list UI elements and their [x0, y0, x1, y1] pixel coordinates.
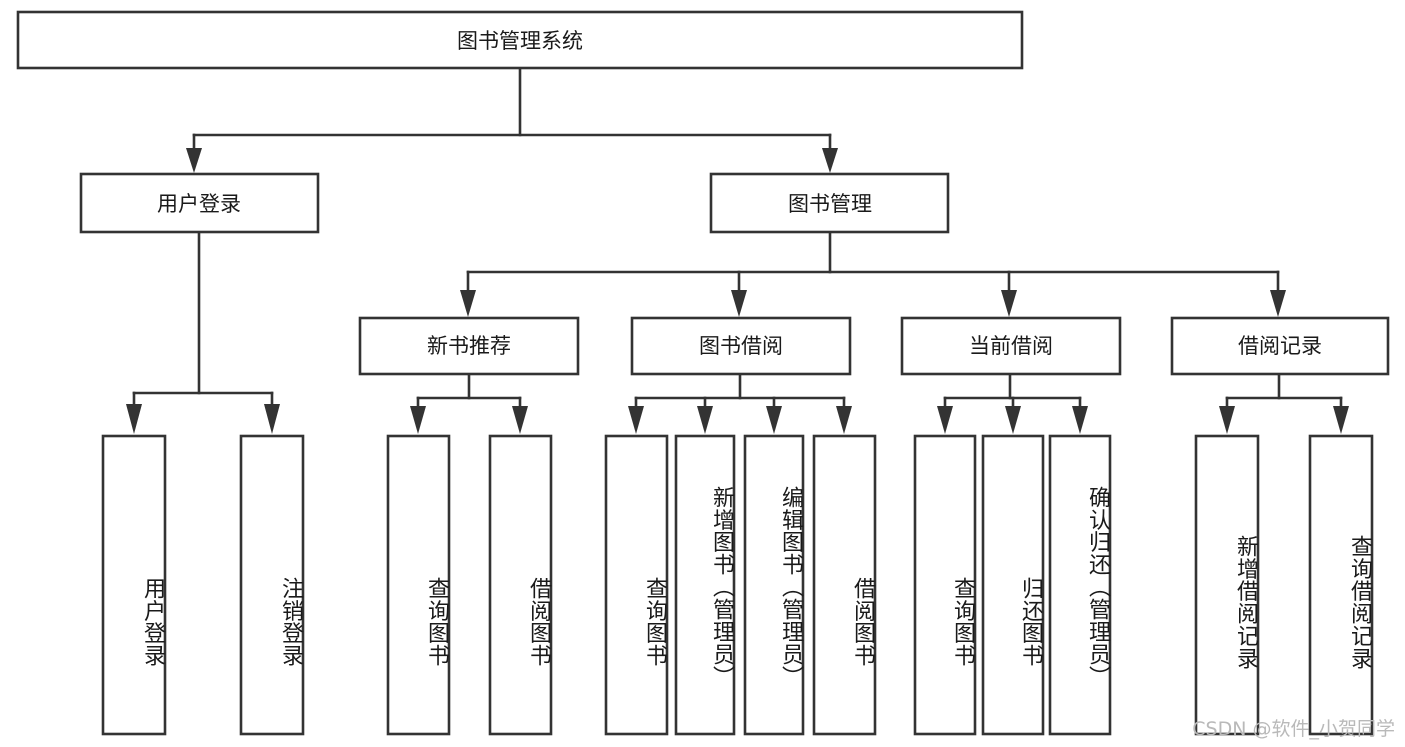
leaf-box-cb-query-book[interactable] [913, 434, 977, 736]
arrow-head-book-borrow [731, 290, 747, 317]
node-user-login-label: 用户登录 [157, 192, 241, 216]
arrow-head-cb-leaf2 [1005, 406, 1021, 434]
leaf-box-bb-edit-book[interactable] [743, 434, 805, 736]
connector-layer [126, 66, 1349, 434]
leaf-box-cb-return-book[interactable] [981, 434, 1045, 736]
leaf-box-user-login[interactable] [101, 434, 167, 736]
leaf-box-bb-borrow-book[interactable] [812, 434, 877, 736]
node-book-management-label: 图书管理 [788, 192, 872, 216]
leaf-box-bb-add-book[interactable] [674, 434, 736, 736]
arrow-head-bb-leaf3 [766, 406, 782, 434]
leaf-box-bb-query-book[interactable] [604, 434, 669, 736]
leaf-box-logout[interactable] [239, 434, 305, 736]
arrow-head-bb-leaf1 [628, 406, 644, 434]
node-user-login-box[interactable] [79, 172, 320, 234]
node-borrow-record-label: 借阅记录 [1238, 334, 1322, 358]
arrow-head-book-mgmt [822, 148, 838, 173]
node-book-borrow-box[interactable] [630, 316, 852, 376]
leaf-box-cb-confirm-return[interactable] [1048, 434, 1112, 736]
arrow-head-cb-leaf3 [1072, 406, 1088, 434]
node-root-label: 图书管理系统 [457, 29, 583, 53]
node-book-management-box[interactable] [709, 172, 950, 234]
watermark-text: CSDN @软件_小贺同学 [1192, 718, 1395, 740]
node-current-borrow-box[interactable] [900, 316, 1122, 376]
node-new-book-recommend-box[interactable] [358, 316, 580, 376]
arrow-head-nbr-leaf2 [512, 406, 528, 434]
leaf-box-nbr-query-book[interactable] [386, 434, 451, 736]
arrow-head-nbr-leaf1 [410, 406, 426, 434]
arrow-head-bb-leaf4 [836, 406, 852, 434]
arrow-head-br-leaf1 [1219, 406, 1235, 434]
arrow-head-br-leaf2 [1333, 406, 1349, 434]
arrow-head-user-login [186, 148, 202, 173]
arrow-head-bb-leaf2 [697, 406, 713, 434]
node-new-book-recommend-label: 新书推荐 [427, 334, 511, 358]
arrow-head-cb-leaf1 [937, 406, 953, 434]
node-layer: 图书管理系统 用户登录 图书管理 新书推荐 图书借阅 当前借阅 借阅记录 [16, 10, 1390, 736]
leaf-box-br-query-record[interactable] [1308, 434, 1374, 736]
node-current-borrow-label: 当前借阅 [969, 334, 1053, 358]
leaf-box-nbr-borrow-book[interactable] [488, 434, 553, 736]
arrow-head-borrow-record [1270, 290, 1286, 317]
leaf-box-br-add-record[interactable] [1194, 434, 1260, 736]
node-borrow-record-box[interactable] [1170, 316, 1390, 376]
arrow-head-new-book [460, 290, 476, 317]
arrow-head-current-borrow [1001, 290, 1017, 317]
node-book-borrow-label: 图书借阅 [699, 334, 783, 358]
arrow-head-leaf-user-login [126, 404, 142, 434]
node-root-box[interactable] [16, 10, 1024, 70]
arrow-head-leaf-logout [264, 404, 280, 434]
